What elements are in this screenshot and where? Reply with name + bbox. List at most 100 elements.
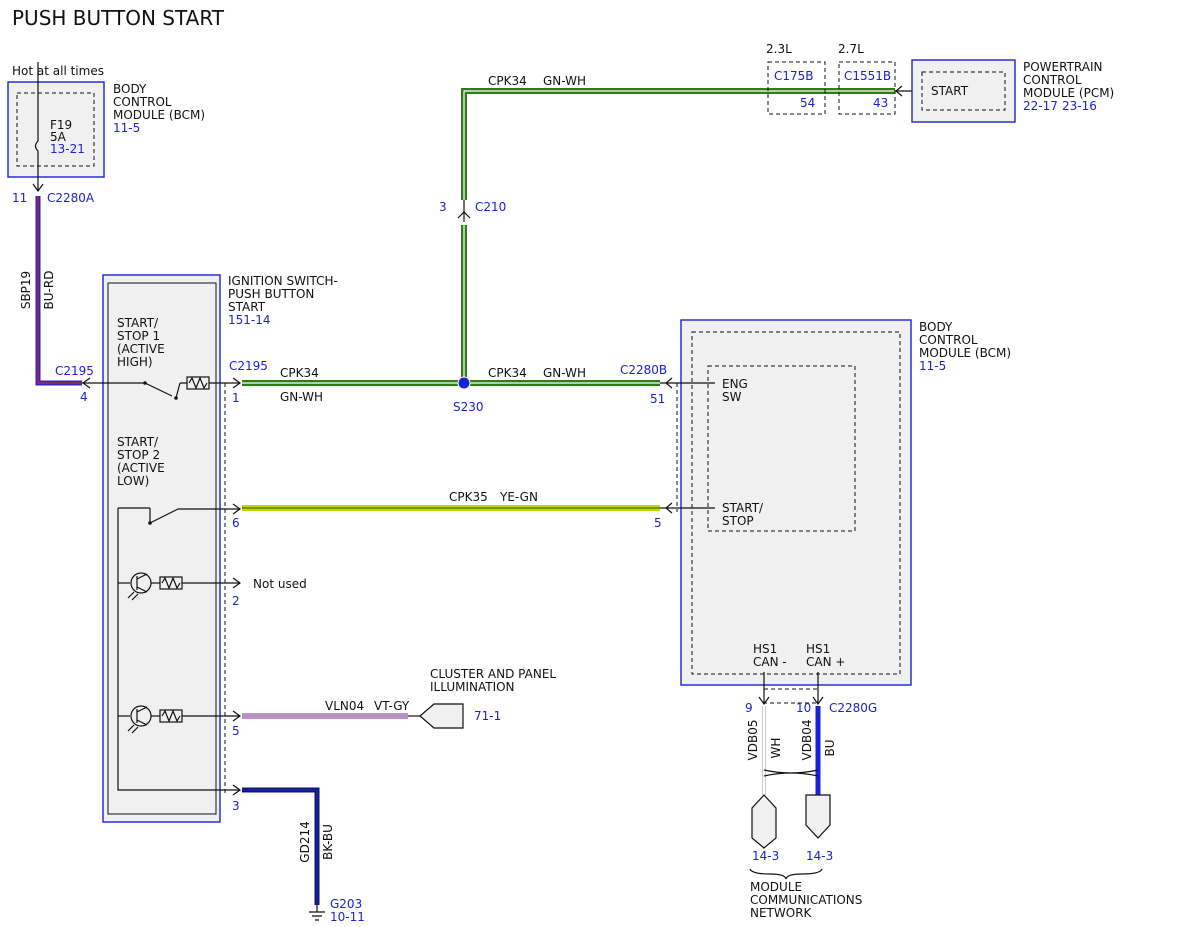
wire-sbp19-stripe <box>37 196 82 384</box>
illumination: VLN04 VT-GY CLUSTER AND PANEL ILLUMINATI… <box>242 667 556 729</box>
bcm-fuse-inner-boundary <box>16 92 95 167</box>
bcm-top-name-line-1: BODY <box>113 82 147 96</box>
c2280a-pin: 11 <box>12 191 27 205</box>
pcm-ref-1: 22-17 <box>1023 99 1058 113</box>
led1-emit-rays <box>127 591 139 601</box>
c2195-left-connector: C2195 <box>55 364 94 378</box>
pin1-arrow <box>232 377 242 389</box>
cpk35-circuit: CPK35 <box>449 490 488 504</box>
pcm-ref-2: 23-16 <box>1062 99 1097 113</box>
can-minus-line-2: CAN - <box>753 655 787 669</box>
cpk35-color: YE-GN <box>499 490 538 504</box>
start-stop-line-1: START/ <box>722 501 764 515</box>
vdb05-circuit: VDB05 <box>746 720 760 761</box>
can-plus-ref: 14-3 <box>806 849 833 863</box>
wire-sbp19-color: BU-RD <box>42 271 56 310</box>
eng-sw-line-1: ENG <box>722 377 748 391</box>
stop1-line-2: STOP 1 <box>117 329 160 343</box>
c2280b-pin-5: 5 <box>654 516 662 530</box>
vdb04-color: BU <box>823 739 837 756</box>
bcm-right-name-line-3: MODULE (BCM) <box>919 346 1011 360</box>
can-plus-line-2: CAN + <box>806 655 845 669</box>
eng-sw-input-arrow <box>660 377 715 389</box>
eng-sw-line-2: SW <box>722 390 742 404</box>
ground-icon <box>309 905 325 921</box>
c2280b-pin-51: 51 <box>650 392 665 406</box>
led2-resistor-zigzag <box>161 709 181 723</box>
engine-variant-connectors: 2.3L C175B 54 2.7L C1551B 43 <box>766 42 912 115</box>
ignition-ref: 151-14 <box>228 313 271 327</box>
led2-transistor-symbol <box>136 706 148 726</box>
illumination-terminal-icon <box>419 703 464 729</box>
fuse-rating: 5A <box>50 130 67 144</box>
network-line-2: COMMUNICATIONS <box>750 893 862 907</box>
can-twisted-pair-symbol <box>763 769 819 777</box>
bcm-fuse-module: Hot at all times BODY CONTROL MODULE (BC… <box>7 62 205 205</box>
pcm-name-line-1: POWERTRAIN <box>1023 60 1103 74</box>
c2195-left-pin: 4 <box>80 390 88 404</box>
wire-cpk34-upper-stripe <box>463 90 895 200</box>
network-line-1: MODULE <box>750 880 802 894</box>
ignition-name-line-3: START <box>228 300 266 314</box>
led1-transistor-icon <box>130 572 152 594</box>
variant-1-box <box>767 61 826 115</box>
can-wires: VDB05 WH VDB04 BU 14-3 14-3 MODULE COMMU… <box>746 706 862 920</box>
c2280g-boundary <box>763 688 819 704</box>
illumination-label-line-1: CLUSTER AND PANEL <box>430 667 556 681</box>
led1-transistor-symbol <box>136 573 148 593</box>
pcm-inner-boundary <box>921 71 1006 111</box>
pcm-name-line-2: CONTROL <box>1023 73 1082 87</box>
c2195-left-arrow <box>81 377 91 389</box>
pcm-module: START POWERTRAIN CONTROL MODULE (PCM) 22… <box>911 59 1114 123</box>
ignition-switch: IGNITION SWITCH- PUSH BUTTON START 151-1… <box>102 274 338 823</box>
pin-2: 2 <box>232 594 240 608</box>
fuse-f19-symbol <box>34 62 39 190</box>
c2195-right-connector: C2195 <box>229 359 268 373</box>
cpk34-left-circuit: CPK34 <box>280 366 319 380</box>
c2280a-pin-arrow <box>32 183 44 193</box>
fuse-ref: 13-21 <box>50 142 85 156</box>
bcm-right-module: BODY CONTROL MODULE (BCM) 11-5 C2280B 51… <box>620 319 1011 715</box>
stop1-resistor-zigzag <box>188 376 208 390</box>
wire-sbp19-circuit: SBP19 <box>19 271 33 309</box>
diagram-title: PUSH BUTTON START <box>12 6 225 30</box>
pin6-arrow <box>232 503 242 515</box>
c210-pin: 3 <box>439 200 447 214</box>
wire-cpk34-upper <box>461 88 895 200</box>
stop1-line-4: HIGH) <box>117 355 153 369</box>
variant-2-pin: 43 <box>873 96 888 110</box>
splice-s230-label: S230 <box>453 400 484 414</box>
c2280g-pin-9: 9 <box>745 701 753 715</box>
pcm-start-label: START <box>931 84 969 98</box>
illumination-ref: 71-1 <box>474 709 501 723</box>
stop1-switch-symbol <box>102 382 187 399</box>
pin-6: 6 <box>232 516 240 530</box>
bcm-right-name-line-2: CONTROL <box>919 333 978 347</box>
pin3-arrow <box>232 784 242 796</box>
network-brace <box>749 868 823 880</box>
stop2-line-4: LOW) <box>117 474 149 488</box>
pin2-arrow <box>232 577 242 589</box>
led2-transistor-icon <box>130 705 152 727</box>
ignition-switch-inner-box <box>107 282 217 815</box>
stop1-switch-link <box>175 382 181 399</box>
ground-ref: 10-11 <box>330 910 365 924</box>
pcm-start-arrow <box>895 85 912 97</box>
start-stop-line-2: STOP <box>722 514 754 528</box>
variant-1-engine: 2.3L <box>766 42 792 56</box>
bcm-right-inner-boundary <box>691 331 901 675</box>
pin-3: 3 <box>232 799 240 813</box>
stop2-switch-symbol <box>118 507 240 524</box>
cpk34-top-circuit: CPK34 <box>488 74 527 88</box>
bcm-fuse-module-box <box>7 81 105 178</box>
pin-1: 1 <box>232 391 240 405</box>
vdb05-color: WH <box>769 738 783 759</box>
can-minus-ref: 14-3 <box>752 849 779 863</box>
bcm-right-ref: 11-5 <box>919 359 946 373</box>
can-plus-terminal-icon <box>805 794 831 839</box>
ground-id: G203 <box>330 897 362 911</box>
stop1-line-3: (ACTIVE <box>117 342 165 356</box>
wire-sbp19: SBP19 BU-RD C2195 4 <box>19 196 102 404</box>
variant-1-pin: 54 <box>800 96 815 110</box>
